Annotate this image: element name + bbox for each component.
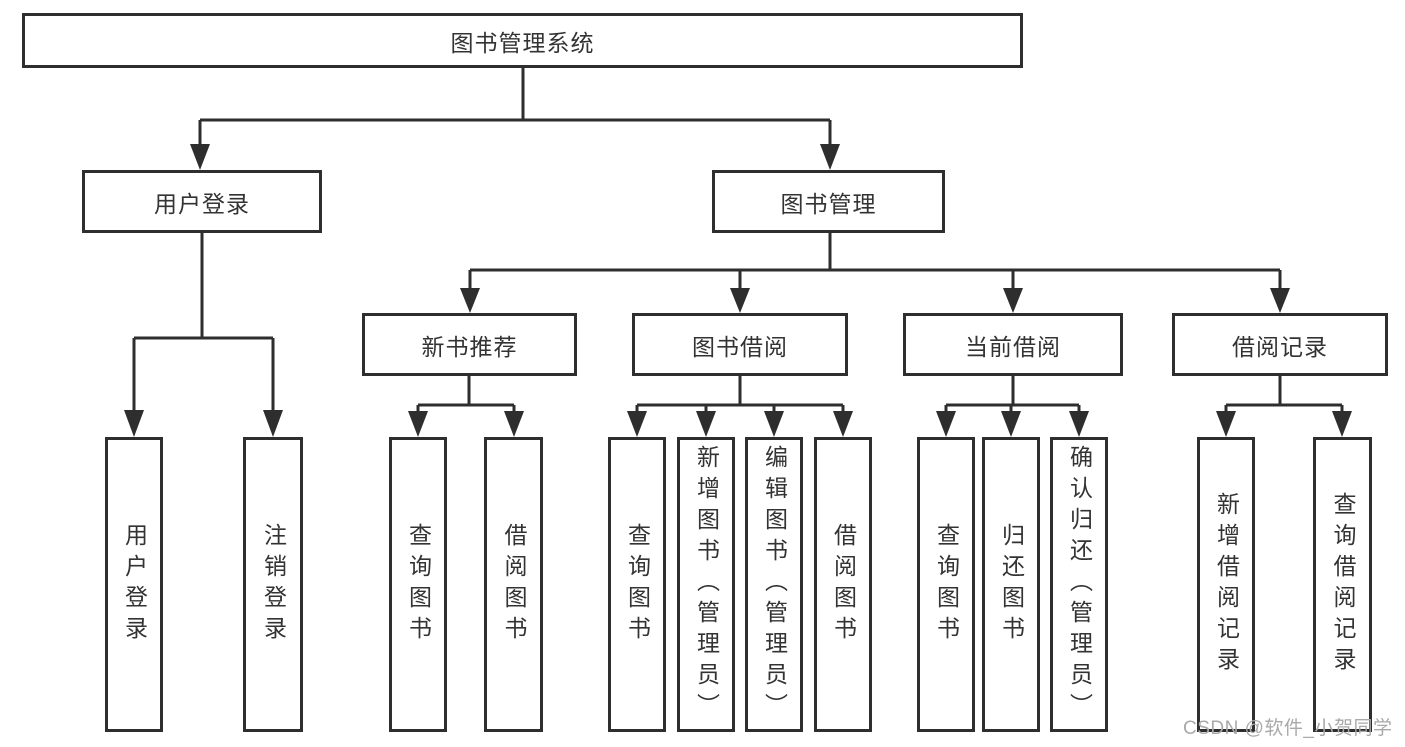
leaf-label: 借阅图书 (501, 522, 527, 647)
node-library-management-system: 图书管理系统 (22, 13, 1023, 68)
leaf-label: 新增图书（管理员） (693, 445, 720, 724)
node-label: 图书借阅 (692, 333, 788, 360)
leaf-borrow-books: 借阅图书 (814, 437, 872, 732)
node-label: 用户登录 (154, 190, 250, 217)
leaf-query-books-current: 查询图书 (917, 437, 975, 732)
leaf-label: 查询图书 (624, 522, 651, 647)
leaf-add-book-admin: 新增图书（管理员） (677, 437, 735, 732)
node-current-borrowing: 当前借阅 (903, 313, 1123, 376)
leaf-label: 归还图书 (998, 522, 1025, 647)
leaf-return-books: 归还图书 (982, 437, 1040, 732)
leaf-edit-book-admin: 编辑图书（管理员） (745, 437, 803, 732)
leaf-query-books-borrow: 查询图书 (608, 437, 666, 732)
leaf-confirm-return-admin: 确认归还（管理员） (1050, 437, 1108, 732)
leaf-label: 查询图书 (405, 522, 432, 647)
node-new-book-recommendation: 新书推荐 (362, 313, 577, 376)
leaf-label: 注销登录 (260, 522, 287, 647)
leaf-label: 借阅图书 (830, 522, 857, 647)
leaf-label: 用户登录 (121, 522, 148, 647)
node-book-management: 图书管理 (712, 170, 945, 233)
arrowheads (124, 144, 1352, 437)
node-label: 图书管理 (780, 190, 877, 217)
node-label: 新书推荐 (421, 333, 518, 360)
leaf-label: 新增借阅记录 (1213, 491, 1240, 678)
leaf-borrow-books-recommend: 借阅图书 (484, 437, 543, 732)
leaf-label: 查询图书 (933, 522, 960, 647)
leaf-query-borrow-record: 查询借阅记录 (1313, 437, 1372, 732)
csdn-watermark: CSDN @软件_小贺同学 (1183, 718, 1393, 739)
node-label: 借阅记录 (1232, 333, 1328, 360)
leaf-logout: 注销登录 (243, 437, 303, 732)
node-borrowing-records: 借阅记录 (1172, 313, 1388, 376)
node-label: 当前借阅 (965, 333, 1061, 360)
leaf-label: 查询借阅记录 (1330, 491, 1356, 678)
leaf-query-books-recommend: 查询图书 (389, 437, 447, 732)
node-book-borrowing: 图书借阅 (632, 313, 848, 376)
leaf-add-borrow-record: 新增借阅记录 (1197, 437, 1255, 732)
node-user-login: 用户登录 (82, 170, 322, 233)
node-label: 图书管理系统 (450, 29, 595, 56)
leaf-label: 确认归还（管理员） (1066, 445, 1093, 724)
leaf-user-login: 用户登录 (105, 437, 163, 732)
leaf-label: 编辑图书（管理员） (761, 445, 788, 724)
